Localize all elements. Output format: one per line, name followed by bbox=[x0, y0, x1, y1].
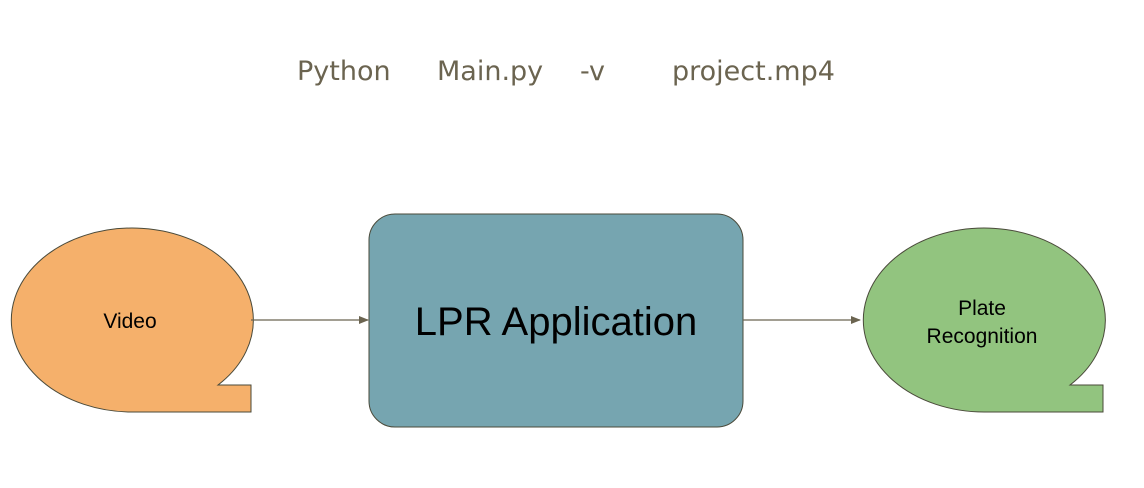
output-label-line1: Plate bbox=[958, 297, 1006, 320]
output-node: Plate Recognition bbox=[862, 227, 1106, 413]
app-node: LPR Application bbox=[368, 213, 744, 428]
video-bubble-shape bbox=[10, 227, 254, 413]
app-label: LPR Application bbox=[415, 300, 697, 344]
command-token-python: Python bbox=[297, 56, 391, 87]
command-token-script: Main.py bbox=[437, 56, 544, 87]
video-node: Video bbox=[10, 227, 254, 413]
output-bubble-shape bbox=[862, 227, 1106, 413]
command-token-flag: -v bbox=[580, 56, 605, 87]
video-label: Video bbox=[103, 310, 156, 333]
command-token-file: project.mp4 bbox=[672, 56, 835, 87]
command-line: Python Main.py -v project.mp4 bbox=[0, 52, 1144, 92]
output-label-line2: Recognition bbox=[927, 325, 1038, 348]
